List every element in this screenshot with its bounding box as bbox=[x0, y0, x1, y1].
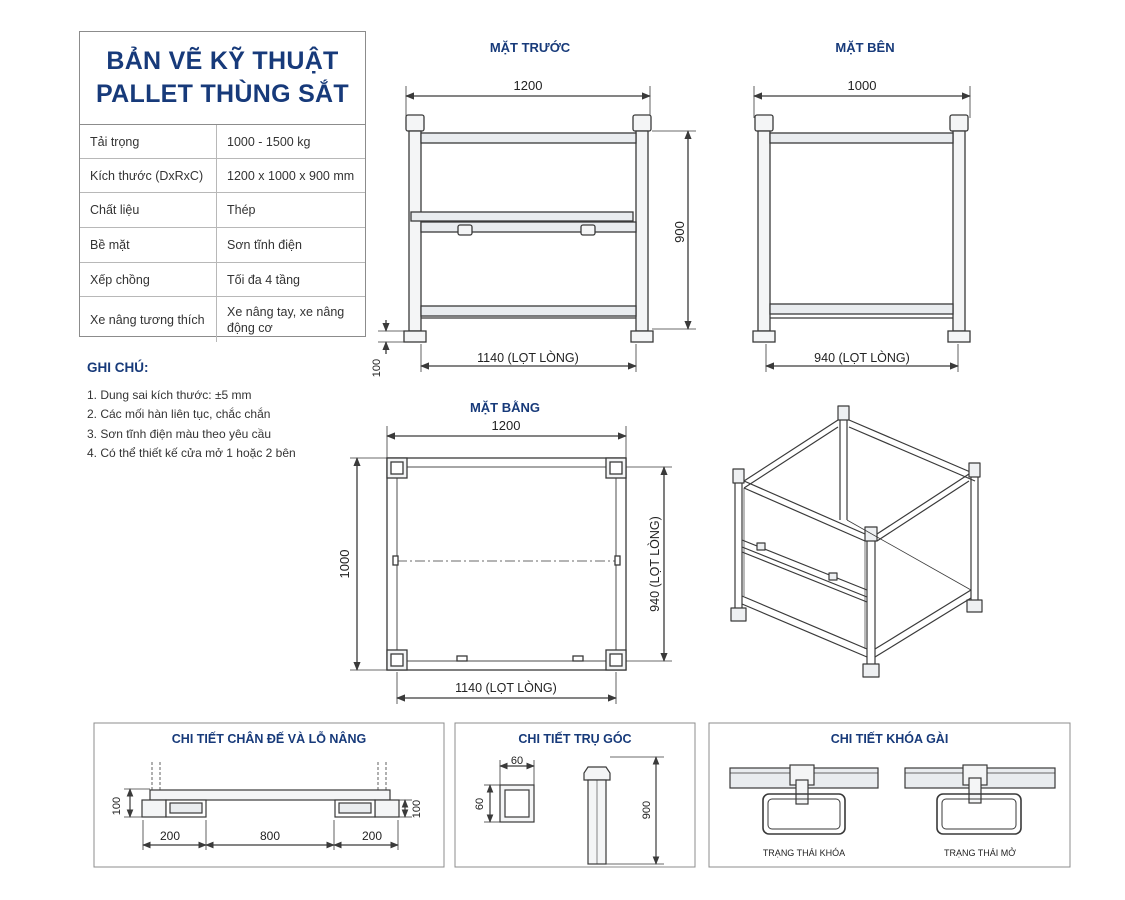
lock-detail-title: CHI TIẾT KHÓA GÀI bbox=[830, 732, 949, 746]
spec-panel: BẢN VẼ KỸ THUẬT PALLET THÙNG SẮT Tải trọ… bbox=[79, 31, 366, 342]
post-cap bbox=[405, 114, 425, 132]
base-detail bbox=[124, 762, 412, 850]
plan-width-label: 1200 bbox=[492, 418, 521, 433]
spec-row: Xe nâng tương thích Xe nâng tay, xe nâng… bbox=[80, 297, 365, 342]
plan-depth-label: 1000 bbox=[337, 550, 352, 579]
front-width-label: 1200 bbox=[514, 78, 543, 93]
spec-label: Bề mặt bbox=[80, 228, 217, 262]
spec-label: Chất liệu bbox=[80, 193, 217, 227]
side-view bbox=[752, 86, 971, 372]
notes-title: GHI CHÚ: bbox=[87, 360, 149, 375]
plan-view bbox=[350, 426, 672, 704]
side-width-label: 1000 bbox=[848, 78, 877, 93]
front-view bbox=[378, 86, 696, 372]
base-height-right: 100 bbox=[411, 800, 423, 818]
spec-row: Chất liệu Thép bbox=[80, 193, 365, 228]
foot bbox=[947, 330, 971, 343]
detail-post-frame bbox=[454, 722, 696, 868]
spec-value: Sơn tĩnh điện bbox=[227, 238, 302, 252]
spec-label: Xe nâng tương thích bbox=[80, 297, 217, 342]
side-view-title: MẶT BÊN bbox=[835, 40, 895, 55]
isometric-view bbox=[730, 405, 983, 678]
front-inner-label: 1140 (LỌT LÒNG) bbox=[477, 350, 579, 365]
lock-state-locked: TRẠNG THÁI KHÓA bbox=[763, 848, 845, 858]
drawing-title: BẢN VẼ KỸ THUẬT PALLET THÙNG SẮT bbox=[80, 32, 365, 125]
spec-value: 1200 x 1000 x 900 mm bbox=[227, 168, 355, 183]
base-dim-2: 800 bbox=[260, 829, 280, 843]
base-dim-3: 200 bbox=[362, 829, 382, 843]
plan-inner-depth-label: 940 (LỌT LÒNG) bbox=[647, 516, 662, 612]
spec-row: Tải trọng 1000 - 1500 kg bbox=[80, 125, 365, 159]
notes-list: 1. Dung sai kích thước: ±5 mm 2. Các mối… bbox=[87, 386, 296, 463]
spec-row: Kích thước (DxRxC) 1200 x 1000 x 900 mm bbox=[80, 159, 365, 193]
spec-value: Tối đa 4 tầng bbox=[227, 272, 300, 287]
post-depth-label: 60 bbox=[474, 798, 486, 810]
spec-row: Xếp chồng Tối đa 4 tầng bbox=[80, 263, 365, 297]
lock-detail bbox=[729, 764, 1056, 835]
post-width-label: 60 bbox=[511, 755, 523, 767]
plan-view-title: MẶT BẰNG bbox=[469, 400, 541, 415]
spec-label: Xếp chồng bbox=[80, 263, 217, 296]
note-item: 4. Có thể thiết kế cửa mở 1 hoặc 2 bên bbox=[87, 445, 296, 460]
post-height-label: 900 bbox=[641, 801, 653, 819]
spec-value: Thép bbox=[227, 203, 256, 217]
front-height-label: 900 bbox=[672, 221, 687, 243]
spec-value: 1000 - 1500 kg bbox=[227, 134, 311, 149]
lock-state-open: TRẠNG THÁI MỞ bbox=[944, 847, 1016, 858]
spec-label: Kích thước (DxRxC) bbox=[80, 159, 217, 192]
plan-inner-width-label: 1140 (LỌT LÒNG) bbox=[455, 680, 557, 695]
detail-base-frame bbox=[93, 722, 445, 868]
post-cap bbox=[632, 114, 652, 132]
post-detail-title: CHI TIẾT TRỤ GÓC bbox=[518, 732, 632, 746]
spec-row: Bề mặt Sơn tĩnh điện bbox=[80, 228, 365, 263]
front-view-title: MẶT TRƯỚC bbox=[489, 40, 571, 55]
spec-value: Xe nâng tay, xe nâng động cơ bbox=[227, 304, 345, 335]
foot bbox=[403, 330, 427, 343]
base-detail-title: CHI TIẾT CHÂN ĐẾ VÀ LỖ NÂNG bbox=[171, 732, 367, 746]
title-line-1: BẢN VẼ KỸ THUẬT bbox=[106, 47, 339, 75]
front-foot-label: 100 bbox=[371, 359, 383, 377]
note-item: 2. Các mối hàn liên tục, chắc chắn bbox=[87, 407, 271, 422]
base-dim-1: 200 bbox=[160, 829, 180, 843]
post-cap bbox=[949, 114, 969, 132]
title-line-2: PALLET THÙNG SẮT bbox=[96, 80, 349, 108]
post-detail bbox=[484, 756, 664, 865]
note-item: 1. Dung sai kích thước: ±5 mm bbox=[87, 388, 252, 402]
foot bbox=[752, 330, 776, 343]
detail-lock-frame bbox=[708, 722, 1071, 868]
side-inner-label: 940 (LỌT LÒNG) bbox=[814, 350, 910, 365]
post-cap bbox=[754, 114, 774, 132]
base-height-left: 100 bbox=[111, 797, 123, 815]
foot bbox=[630, 330, 654, 343]
spec-label: Tải trọng bbox=[80, 125, 217, 158]
note-item: 3. Sơn tĩnh điện màu theo yêu cầu bbox=[87, 426, 271, 441]
